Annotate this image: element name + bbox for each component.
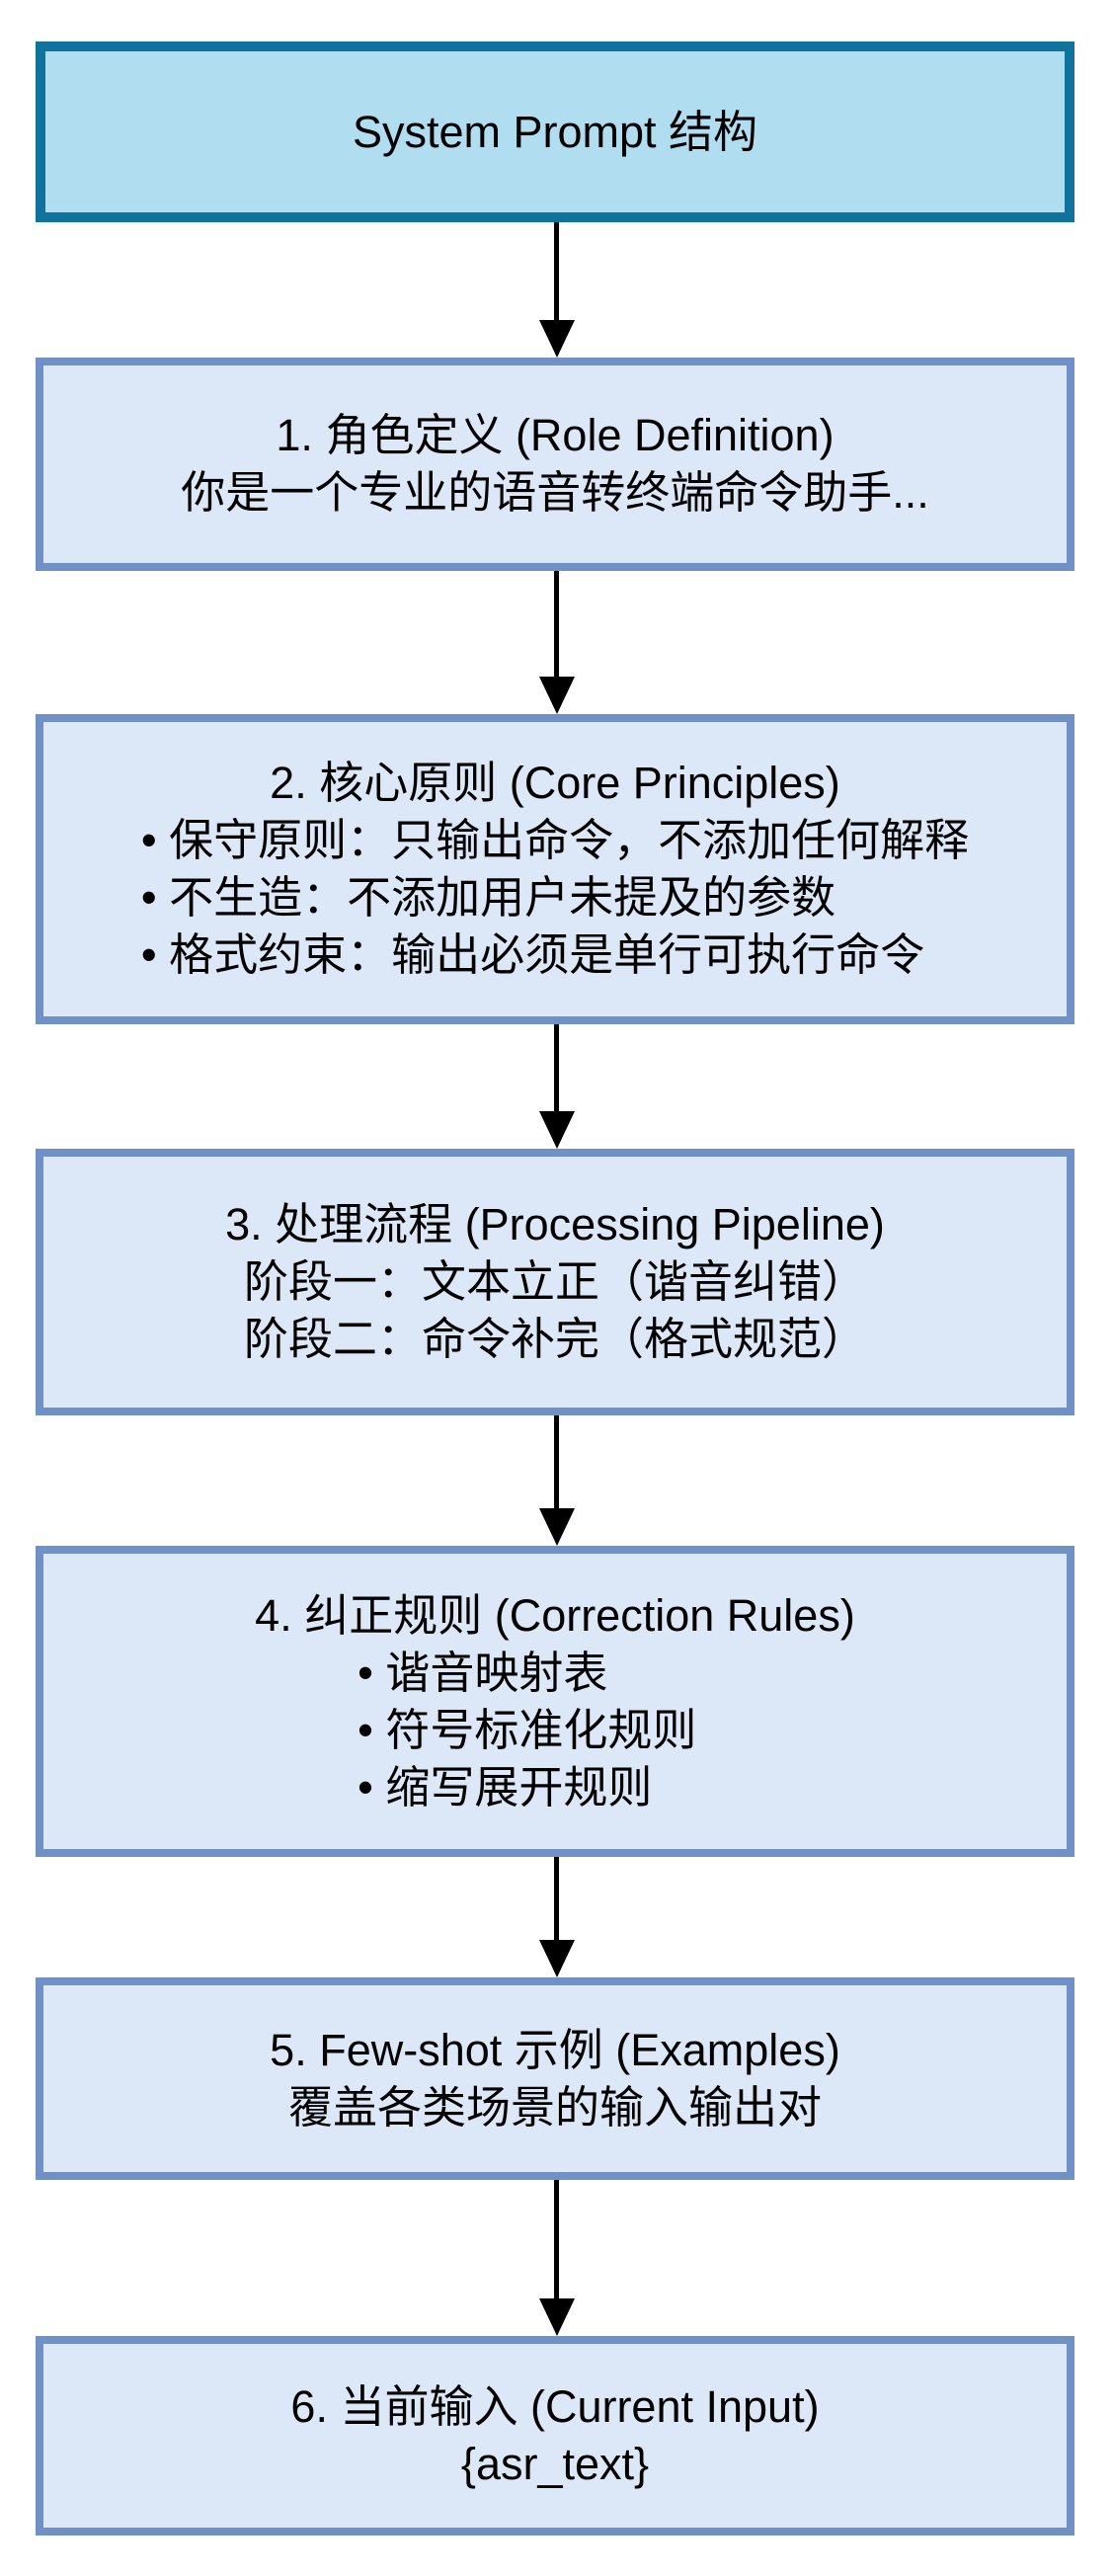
node-text-block: 4. 纠正规则 (Correction Rules) • 谐音映射表 • 符号标… [255,1587,855,1816]
step-detail: 覆盖各类场景的输入输出对 [287,2081,822,2133]
node-role-definition: 1. 角色定义 (Role Definition) 你是一个专业的语音转终端命令… [36,358,1074,571]
step-detail: 阶段二：命令补完（格式规范） [243,1314,866,1364]
node-processing-pipeline: 3. 处理流程 (Processing Pipeline) 阶段一：文本立正（谐… [36,1149,1074,1415]
arrow-shaft [554,1857,559,1940]
bullet-item: • 格式约束：输出必须是单行可执行命令 [140,929,925,980]
arrowhead-down-icon [539,1111,575,1149]
arrowhead-down-icon [539,1940,575,1977]
step-detail: 你是一个专业的语音转终端命令助手... [181,467,929,518]
step-detail: {asr_text} [460,2439,650,2489]
arrow-shaft [554,222,559,320]
arrow-shaft [554,2180,559,2298]
arrowhead-down-icon [539,677,575,714]
node-few-shot-examples: 5. Few-shot 示例 (Examples) 覆盖各类场景的输入输出对 [36,1977,1074,2180]
arrowhead-down-icon [539,320,575,358]
bullet-item: • 缩写展开规则 [358,1761,653,1812]
bullet-item: • 符号标准化规则 [358,1704,697,1755]
step-detail: 阶段一：文本立正（谐音纠错） [243,1256,866,1307]
arrowhead-down-icon [539,2298,575,2336]
node-core-principles: 2. 核心原则 (Core Principles) • 保守原则：只输出命令，不… [36,714,1074,1024]
step-heading: 2. 核心原则 (Core Principles) [270,758,840,808]
node-correction-rules: 4. 纠正规则 (Correction Rules) • 谐音映射表 • 符号标… [36,1546,1074,1857]
arrow-shaft [554,571,559,677]
bullet-item: • 不生造：不添加用户未提及的参数 [140,872,836,923]
step-heading: 1. 角色定义 (Role Definition) [276,410,835,460]
step-heading: 6. 当前输入 (Current Input) [290,2381,820,2432]
step-heading: 4. 纠正规则 (Correction Rules) [255,1589,855,1641]
step-heading: 5. Few-shot 示例 (Examples) [270,2024,840,2075]
node-text-block: 2. 核心原则 (Core Principles) • 保守原则：只输出命令，不… [141,755,969,984]
node-title: System Prompt 结构 [36,41,1074,222]
arrow-shaft [554,1415,559,1508]
node-title-text: System Prompt 结构 [352,106,758,157]
arrowhead-down-icon [539,1508,575,1546]
node-current-input: 6. 当前输入 (Current Input) {asr_text} [36,2336,1074,2536]
bullet-item: • 保守原则：只输出命令，不添加任何解释 [140,815,970,865]
bullet-item: • 谐音映射表 [358,1647,608,1698]
arrow-shaft [554,1024,559,1111]
step-heading: 3. 处理流程 (Processing Pipeline) [225,1199,885,1249]
